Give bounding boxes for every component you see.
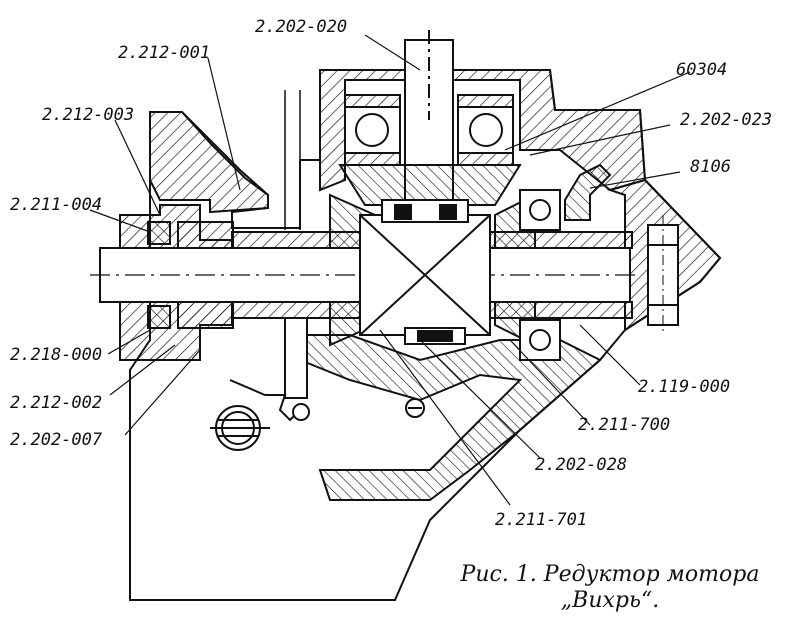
bevel-gear-top xyxy=(338,164,522,206)
seal-ring xyxy=(147,221,171,245)
label-2-202-007: 2.202-007 xyxy=(10,430,103,450)
spring-clip xyxy=(229,379,301,422)
caption-line-1: Рис. 1. Редуктор мотора xyxy=(460,562,760,587)
pivot-bolt xyxy=(210,405,270,451)
label-2-119-000: 2.119-000 xyxy=(638,377,730,397)
label-2-212-001: 2.212-001 xyxy=(118,43,210,63)
label-2-211-700: 2.211-700 xyxy=(578,415,670,435)
top-bearing-housing xyxy=(319,69,647,192)
label-2-218-000: 2.218-000 xyxy=(10,345,102,365)
part-labels: 2.202-020 2.212-001 60304 2.212-003 2.20… xyxy=(10,17,772,530)
label-2-202-020: 2.202-020 xyxy=(255,17,347,37)
label-2-211-004: 2.211-004 xyxy=(10,195,102,215)
label-2-211-701: 2.211-701 xyxy=(495,510,587,530)
shift-rod xyxy=(284,317,308,399)
label-2-202-023: 2.202-023 xyxy=(680,110,772,130)
label-2-212-002: 2.212-002 xyxy=(10,393,102,413)
label-8106: 8106 xyxy=(690,157,731,177)
label-2-202-028: 2.202-028 xyxy=(535,455,627,475)
caption-line-2: „Вихрь“. xyxy=(560,588,660,613)
top-bearing-left xyxy=(344,94,401,166)
right-bearing xyxy=(519,189,561,361)
upper-casting xyxy=(149,111,269,214)
end-screw xyxy=(647,215,679,335)
grease-nipple xyxy=(564,163,612,221)
label-2-212-003: 2.212-003 xyxy=(42,105,134,125)
leader-lines xyxy=(89,34,691,506)
label-60304: 60304 xyxy=(676,60,727,80)
top-bearing-right xyxy=(457,94,514,166)
figure-caption: Рис. 1. Редуктор мотора „Вихрь“. xyxy=(440,562,780,614)
